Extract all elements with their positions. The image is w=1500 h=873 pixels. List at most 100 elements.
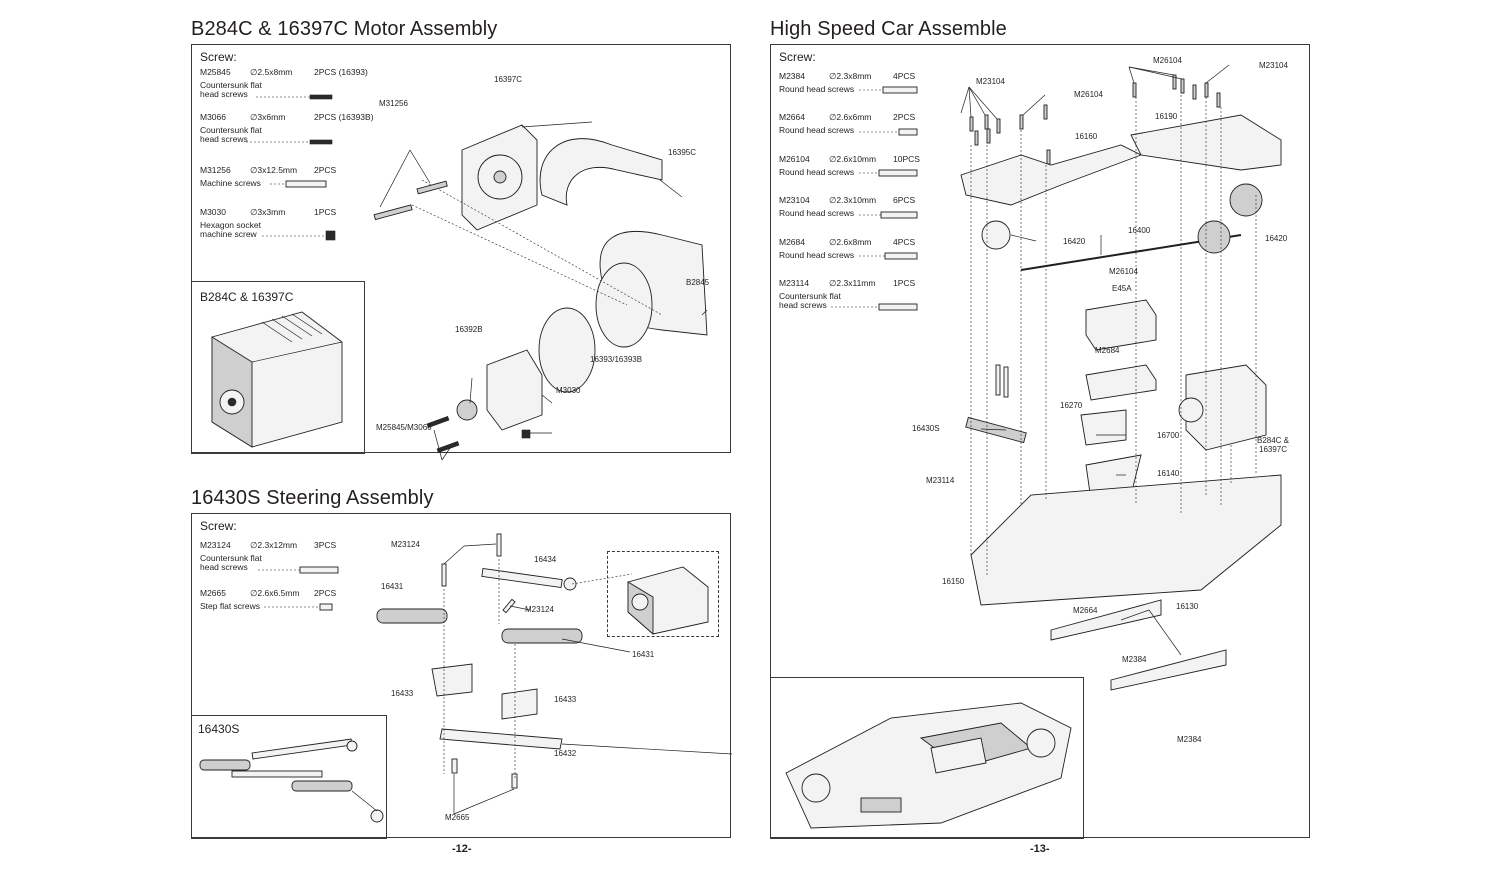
screw-code: M25845: [200, 67, 231, 77]
screw-size: ∅2.3x12mm: [250, 540, 298, 550]
part-label-16130: 16130: [1176, 602, 1199, 611]
screw-type: Round head screws: [779, 84, 855, 94]
part-label-e45a: E45A: [1112, 284, 1132, 293]
steering-assembly-title: 16430S Steering Assembly: [191, 487, 434, 509]
part-label-m2384: M2384: [1122, 655, 1147, 664]
car-assembly-title: High Speed Car Assemble: [770, 18, 1007, 40]
servo-illustration: [627, 566, 709, 635]
screw-spec-m3030: M3030 ∅3x3mm 1PCS Hexagon socket machine…: [200, 207, 370, 247]
assembled-steering-illustration: [199, 738, 384, 823]
screw-type: Round head screws: [779, 167, 855, 177]
esc-mount-16270: [1085, 364, 1157, 401]
screw-size: ∅2.3x8mm: [829, 71, 872, 81]
screw-type: Countersunk flat head screws: [200, 553, 262, 572]
part-label-m31256: M31256: [379, 99, 408, 108]
screw-qty: 4PCS: [893, 237, 916, 247]
esc-e45a: [1085, 299, 1157, 351]
screw-code: M23114: [779, 278, 810, 288]
steering-screw-icons: [258, 566, 339, 611]
spur-gear: [1197, 220, 1231, 254]
screw-qty: 3PCS: [314, 540, 337, 550]
screw-type: Countersunk flat head screws: [779, 291, 841, 310]
screw-code: M3030: [200, 207, 226, 217]
part-label-16433: 16433: [391, 689, 414, 698]
inset-title: 16430S: [198, 722, 240, 736]
part-label-16431-b: 16431: [632, 650, 655, 659]
screw-heading: Screw:: [200, 50, 237, 64]
part-label-b284c-line2: 16397C: [1259, 445, 1288, 454]
bumper-16130: [1050, 599, 1162, 641]
car-exploded-illustration: [960, 64, 1282, 691]
screw-spec-m23124: M23124 ∅2.3x12mm 3PCS Countersunk flat h…: [200, 540, 370, 580]
part-label-m23124-b: M23124: [525, 605, 554, 614]
part-label-16434: 16434: [534, 555, 557, 564]
part-label-16432: 16432: [554, 749, 577, 758]
screw-code: M2684: [779, 237, 805, 247]
servo-detail-box: [607, 551, 719, 637]
screw-size: ∅3x12.5mm: [250, 165, 298, 175]
screw-spec-m23104: M23104 ∅2.3x10mm 6PCS Round head screws: [779, 195, 949, 225]
screw-qty: 2PCS: [314, 165, 337, 175]
screw-spec-m23114: M23114 ∅2.3x11mm 1PCS Countersunk flat h…: [779, 278, 949, 318]
screw-spec-m2684: M2684 ∅2.6x8mm 4PCS Round head screws: [779, 237, 949, 267]
screw-code: M2384: [779, 71, 805, 81]
screw-spec-m2665: M2665 ∅2.6x6.5mm 2PCS Step flat screws: [200, 588, 370, 618]
mount-16392b: [486, 349, 543, 431]
screw-type: Hexagon socket machine screw: [200, 220, 261, 239]
screw-code: M3066: [200, 112, 226, 122]
bellcrank-16433-b: [501, 688, 538, 720]
screw-qty: 4PCS: [893, 71, 916, 81]
chassis-16150: [970, 474, 1282, 606]
step-screw-icon: [319, 603, 333, 611]
round-head-screw-icon: [880, 211, 918, 219]
part-label-16420: 16420: [1063, 237, 1086, 246]
motor-screw-icons: [246, 94, 336, 241]
round-head-screw-icon: [884, 252, 918, 260]
part-label-16700: 16700: [1157, 431, 1180, 440]
screw-spec-m26104: M26104 ∅2.6x10mm 10PCS Round head screws: [779, 154, 949, 184]
diff-16420-b: [1229, 183, 1263, 217]
screw-spec-m2384: M2384 ∅2.3x8mm 4PCS Round head screws: [779, 71, 949, 101]
motor-assembly-panel: Screw: M25845 ∅2.5x8mm 2PCS (16393) Coun…: [191, 44, 731, 461]
steering-inset-panel: 16430S: [191, 715, 387, 839]
servo-16700: [1080, 409, 1127, 446]
assembled-car-illustration: [785, 702, 1072, 829]
part-label-16400: 16400: [1128, 226, 1151, 235]
screw-qty: 2PCS (16393): [314, 67, 368, 77]
screw-heading: Screw:: [200, 519, 237, 533]
car-assembly-panel: Screw: M2384 ∅2.3x8mm 4PCS Round head sc…: [770, 44, 1310, 839]
part-label-16393: 16393/16393B: [590, 355, 643, 364]
screw-size: ∅3x6mm: [250, 112, 286, 122]
screw-type: Round head screws: [779, 125, 855, 135]
part-label-16397c: 16397C: [494, 75, 523, 84]
machine-screw-icon: [285, 180, 327, 188]
steering-exploded-illustration: [376, 533, 733, 815]
part-label-16190: 16190: [1155, 112, 1178, 121]
part-label-m2665: M2665: [445, 813, 470, 822]
part-label-16392b: 16392B: [455, 325, 483, 334]
motor-assembly-title: B284C & 16397C Motor Assembly: [191, 18, 498, 40]
part-label-m23114: M23114: [926, 476, 955, 485]
countersunk-screw-icon: [878, 303, 918, 311]
part-label-16140: 16140: [1157, 469, 1180, 478]
screw-type: Countersunk flat head screws: [200, 80, 262, 99]
assembled-car-inset: [770, 677, 1084, 839]
screw-type: Step flat screws: [200, 601, 260, 611]
screw-size: ∅2.6x8mm: [829, 237, 872, 247]
car-screw-icons: [831, 86, 918, 311]
screw-size: ∅2.6x6.5mm: [250, 588, 300, 598]
screw-code: M23104: [779, 195, 810, 205]
round-head-screw-icon: [898, 128, 918, 136]
part-label-m26104-c: M26104: [1109, 267, 1138, 276]
screw-spec-m25845: M25845 ∅2.5x8mm 2PCS (16393) Countersunk…: [200, 67, 370, 107]
heatsink-16395c: [539, 138, 663, 206]
screw-spec-m3066: M3066 ∅3x6mm 2PCS (16393B) Countersunk f…: [200, 112, 374, 152]
screw-qty: 1PCS: [893, 278, 916, 288]
part-label-16150: 16150: [942, 577, 965, 586]
screw-heading: Screw:: [779, 50, 816, 64]
screw-qty: 10PCS: [893, 154, 920, 164]
hex-socket-screw-icon: [325, 230, 336, 241]
screw-code: M2664: [779, 112, 805, 122]
diff-16420: [981, 220, 1011, 250]
page-number-right: -13-: [1030, 843, 1050, 855]
